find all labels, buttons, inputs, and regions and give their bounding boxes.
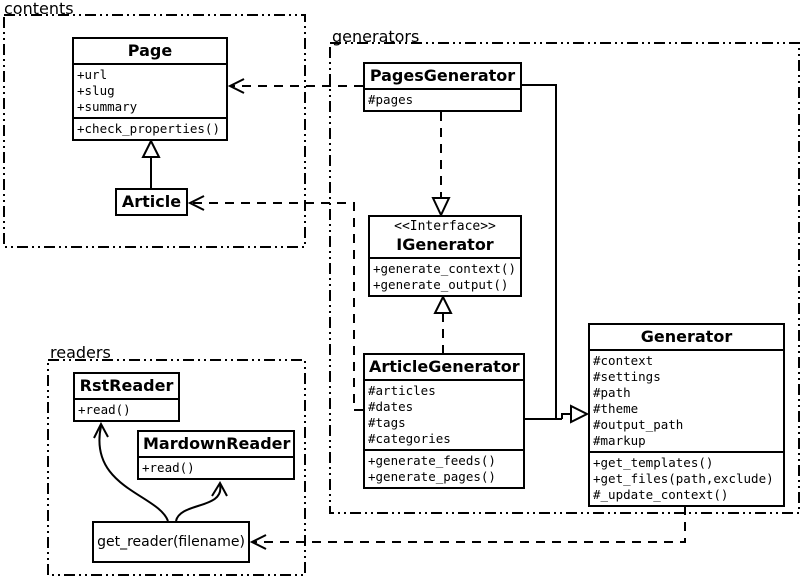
attribute: #settings — [593, 369, 661, 384]
rel-generators-to-generator — [522, 84, 590, 424]
package-generators-border — [329, 42, 800, 514]
class-rstreader-name: RstReader — [79, 376, 174, 395]
class-rstreader-methods: +read() — [75, 398, 178, 420]
rel-articlegenerator-to-igenerator — [433, 294, 453, 354]
class-generator-attributes: #context #settings #path #theme #output_… — [590, 349, 783, 451]
class-article-name: Article — [121, 192, 182, 211]
method: +read() — [78, 402, 131, 417]
attribute: #tags — [368, 415, 406, 430]
class-pagesgenerator-attributes: #pages — [365, 88, 520, 110]
attribute: +summary — [77, 99, 138, 114]
class-article: Article — [115, 188, 188, 216]
class-igenerator-methods: +generate_context() +generate_output() — [370, 257, 520, 295]
class-page-attributes: +url +slug +summary — [74, 63, 226, 117]
method: +get_templates() — [593, 455, 714, 470]
method: +generate_context() — [373, 261, 516, 276]
package-readers-label: readers — [50, 343, 111, 362]
rel-pagesgenerator-to-page — [227, 78, 363, 94]
method: +read() — [142, 460, 195, 475]
class-igenerator-stereotype: <<Interface>> — [394, 219, 496, 234]
class-articlegenerator: ArticleGenerator #articles #dates #tags … — [363, 353, 525, 489]
class-igenerator: <<Interface>> IGenerator +generate_conte… — [368, 215, 522, 297]
class-igenerator-header: <<Interface>> IGenerator — [370, 217, 520, 257]
class-pagesgenerator: PagesGenerator #pages — [363, 62, 522, 112]
method: +generate_feeds() — [368, 453, 496, 468]
class-page-methods: +check_properties() — [74, 117, 226, 139]
class-articlegenerator-attributes: #articles #dates #tags #categories — [365, 379, 523, 449]
attribute: #markup — [593, 433, 646, 448]
class-generator-name: Generator — [640, 327, 733, 346]
attribute: +url — [77, 67, 108, 82]
class-generator-methods: +get_templates() +get_files(path,exclude… — [590, 451, 783, 505]
attribute: #output_path — [593, 417, 684, 432]
class-page: Page +url +slug +summary +check_properti… — [72, 37, 228, 141]
attribute: #articles — [368, 383, 436, 398]
class-mardownreader-name: MardownReader — [143, 434, 291, 453]
attribute: +slug — [77, 83, 115, 98]
attribute: #theme — [593, 401, 639, 416]
class-rstreader: RstReader +read() — [73, 372, 180, 422]
package-generators-label: generators — [332, 27, 420, 46]
method: +get_files(path,exclude) — [593, 471, 774, 486]
attribute: #context — [593, 353, 654, 368]
attribute: #path — [593, 385, 631, 400]
rel-articlegenerator-to-article — [187, 195, 363, 411]
rel-pagesgenerator-to-igenerator — [431, 112, 451, 218]
attribute: #dates — [368, 399, 414, 414]
attribute: #categories — [368, 431, 451, 446]
box-get-reader: get_reader(filename) — [92, 521, 250, 563]
class-mardownreader: MardownReader +read() — [137, 430, 295, 480]
method: #_update_context() — [593, 487, 729, 502]
package-readers-border — [47, 359, 306, 576]
class-igenerator-name: IGenerator — [396, 235, 494, 254]
attribute: #pages — [368, 92, 414, 107]
class-articlegenerator-name: ArticleGenerator — [369, 357, 520, 376]
class-mardownreader-methods: +read() — [139, 456, 293, 478]
rel-getreader-to-mardownreader — [175, 480, 228, 522]
package-contents-label: contents — [4, 0, 74, 18]
class-generator: Generator #context #settings #path #them… — [588, 323, 785, 507]
method: +generate_pages() — [368, 469, 496, 484]
package-contents-border — [3, 14, 306, 248]
method: +check_properties() — [77, 121, 220, 136]
rel-article-to-page — [141, 138, 161, 190]
rel-getreader-to-rstreader — [93, 421, 169, 522]
class-pagesgenerator-name: PagesGenerator — [369, 66, 516, 85]
method: +generate_output() — [373, 277, 509, 292]
class-page-name: Page — [127, 41, 173, 60]
rel-generator-to-getreader — [249, 506, 686, 550]
class-articlegenerator-methods: +generate_feeds() +generate_pages() — [365, 449, 523, 487]
